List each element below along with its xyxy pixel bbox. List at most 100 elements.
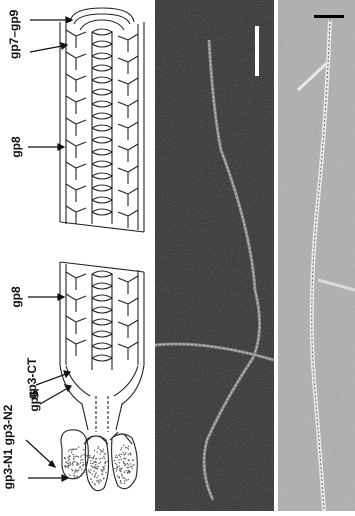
stipple-dot <box>121 454 122 455</box>
stipple-dot <box>102 471 103 472</box>
stipple-dot <box>100 479 101 480</box>
stipple-dot <box>73 461 74 462</box>
stipple-dot <box>94 467 95 468</box>
stipple-dot <box>102 458 103 459</box>
stipple-dot <box>119 462 120 463</box>
stipple-dot <box>72 464 73 465</box>
stipple-dot <box>118 459 119 460</box>
stipple-dot <box>120 449 121 450</box>
stipple-dot <box>124 483 125 484</box>
stipple-dot <box>128 448 129 449</box>
stipple-dot <box>105 462 106 463</box>
stipple-dot <box>130 463 131 464</box>
stipple-dot <box>115 463 116 464</box>
stipple-dot <box>93 471 94 472</box>
stipple-dot <box>85 455 86 456</box>
dna-turn <box>92 307 112 322</box>
dna-turn <box>92 101 112 116</box>
dna-turn <box>92 197 112 212</box>
stipple-dot <box>97 448 98 449</box>
stipple-dot <box>72 470 73 471</box>
stipple-dot <box>71 452 72 453</box>
stipple-dot <box>70 463 71 464</box>
stipple-dot <box>117 466 118 467</box>
dna-turn <box>92 283 112 298</box>
stipple-dot <box>124 454 125 455</box>
stipple-dot <box>88 469 89 470</box>
stipple-dot <box>120 471 121 472</box>
stipple-dot <box>120 470 121 471</box>
micrograph-right-image <box>278 0 355 511</box>
dna-turn <box>92 331 112 346</box>
stipple-dot <box>96 473 97 474</box>
stipple-dot <box>122 477 123 478</box>
stipple-dot <box>103 469 104 470</box>
stipple-dot <box>78 463 79 464</box>
stipple-dot <box>96 468 97 469</box>
stipple-dot <box>71 469 72 470</box>
micrograph-left-image <box>155 0 274 511</box>
stipple-dot <box>120 481 121 482</box>
stipple-dot <box>99 458 100 459</box>
funnel-right <box>116 365 144 430</box>
label-gp3-n1-n2: gp3-N1 gp3-N2 <box>1 402 15 492</box>
stipple-dot <box>86 462 87 463</box>
dna-turn <box>92 65 112 80</box>
stipple-dot <box>90 457 91 458</box>
stipple-dot <box>85 468 86 469</box>
stipple-dot <box>120 456 121 457</box>
micrograph-left <box>155 0 274 511</box>
stipple-dot <box>132 465 133 466</box>
dna-core-top <box>92 29 112 224</box>
stipple-dot <box>121 459 122 460</box>
stipple-dot <box>70 464 71 465</box>
stipple-dot <box>94 450 95 451</box>
stipple-dot <box>103 449 104 450</box>
dna-turn <box>92 173 112 188</box>
stipple-dot <box>74 477 75 478</box>
stipple-dot <box>132 468 133 469</box>
stipple-dot <box>125 452 126 453</box>
stipple-dot <box>65 462 66 463</box>
stipple-dot <box>71 449 72 450</box>
phage-structure-diagram: gp7–gp9 gp8 gp8 gp3-CT gp6 gp3-N1 gp3-N2 <box>0 0 152 511</box>
stipple-dot <box>119 468 120 469</box>
stipple-dot <box>100 451 101 452</box>
stipple-dot <box>129 460 130 461</box>
stipple-dot <box>101 480 102 481</box>
dna-turn <box>92 149 112 164</box>
stipple-dot <box>128 467 129 468</box>
stipple-dot <box>78 469 79 470</box>
stipple-dot <box>98 466 99 467</box>
stipple-dot <box>74 472 75 473</box>
stipple-dot <box>100 462 101 463</box>
dna-turn <box>92 77 112 92</box>
stipple-dot <box>68 450 69 451</box>
stipple-dot <box>115 457 116 458</box>
stipple-dot <box>90 472 91 473</box>
stipple-dot <box>128 446 129 447</box>
stipple-dot <box>124 458 125 459</box>
stipple-dot <box>79 467 80 468</box>
stipple-dot <box>128 454 129 455</box>
stipple-dot <box>131 466 132 467</box>
stipple-dot <box>124 480 125 481</box>
stipple-dot <box>90 469 91 470</box>
stipple-dot <box>124 471 125 472</box>
stipple-dot <box>69 449 70 450</box>
stipple-dot <box>98 463 99 464</box>
stipple-dot <box>92 467 93 468</box>
stipple-dot <box>69 465 70 466</box>
stipple-dot <box>76 462 77 463</box>
stipple-dot <box>104 454 105 455</box>
stipple-dot <box>123 445 124 446</box>
dna-turn <box>92 343 112 358</box>
stipple-dot <box>94 461 95 462</box>
stipple-dot <box>106 461 107 462</box>
stipple-dot <box>76 456 77 457</box>
stipple-dot <box>64 457 65 458</box>
stipple-dot <box>77 476 78 477</box>
stipple-dot <box>114 460 115 461</box>
stipple-dot <box>73 456 74 457</box>
label-gp8-bottom: gp8 <box>9 285 23 309</box>
